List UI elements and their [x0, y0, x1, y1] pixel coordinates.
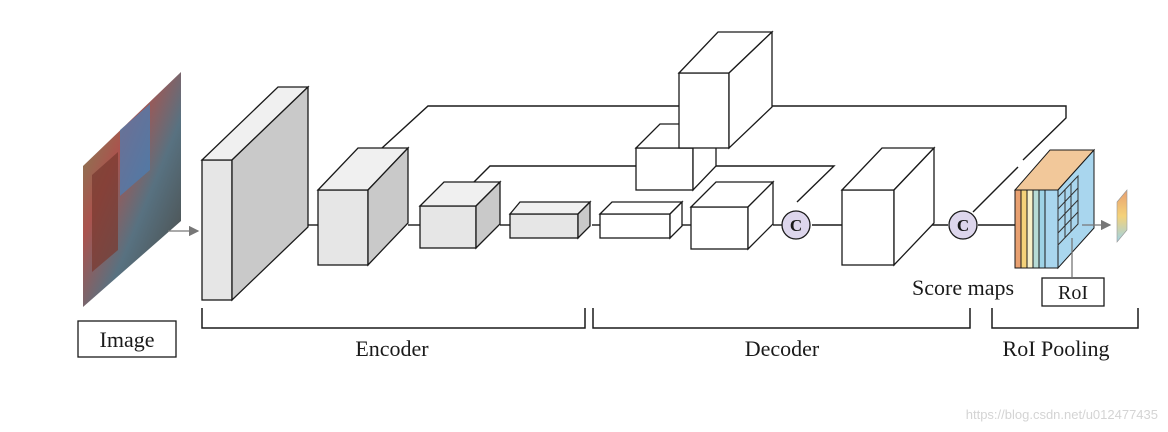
concat-node-1: C	[781, 210, 811, 240]
encoder-block-1	[200, 85, 310, 302]
image-label-box	[77, 320, 177, 358]
pooled-output	[1116, 189, 1128, 243]
decoder-block-2	[689, 180, 775, 251]
concat-label-1: C	[790, 216, 802, 235]
concat-node-2: C	[948, 210, 978, 240]
input-image	[83, 72, 181, 307]
roi-label: RoI	[1058, 282, 1088, 304]
score-maps-label: Score maps	[912, 275, 1014, 300]
encoder-block-3	[418, 180, 502, 250]
image-label: Image	[100, 327, 155, 352]
decoder-block-3	[840, 146, 936, 267]
decoder-block-1	[598, 200, 684, 240]
encoder-block-2	[316, 146, 410, 267]
decoder-upper-block-large	[677, 30, 774, 150]
watermark: https://blog.csdn.net/u012477435	[965, 407, 1158, 422]
roi-grid	[1057, 174, 1079, 247]
roi-pooling-label: RoI Pooling	[1003, 336, 1110, 361]
decoder-bracket	[592, 308, 971, 329]
encoder-block-4	[508, 200, 592, 240]
connection-lines	[308, 105, 1067, 226]
roi-pooling-bracket	[991, 308, 1139, 329]
score-maps	[1013, 148, 1096, 270]
concat-label-2: C	[957, 216, 969, 235]
encoder-bracket	[201, 308, 586, 329]
roi-label-box	[1041, 277, 1105, 307]
section-brackets	[201, 308, 1139, 329]
encoder-label: Encoder	[355, 336, 429, 361]
decoder-label: Decoder	[745, 336, 820, 361]
